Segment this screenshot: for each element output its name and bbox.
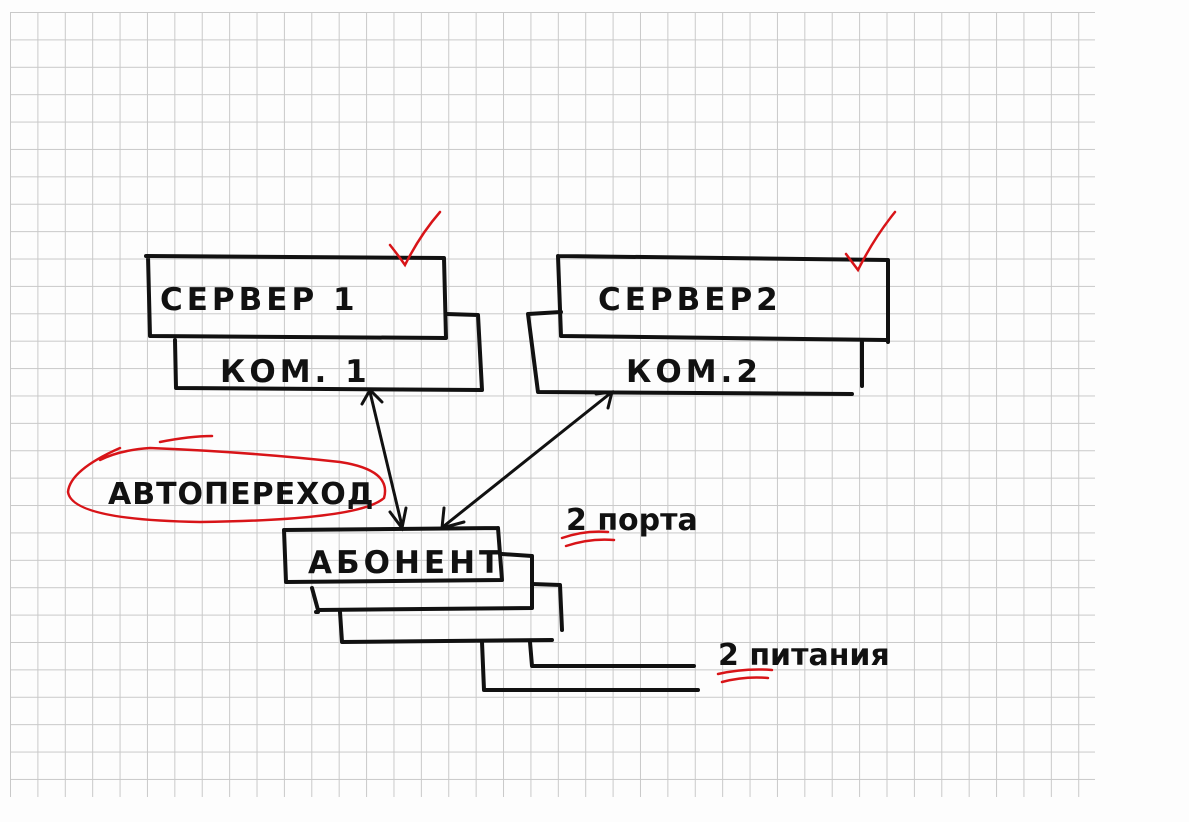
checkmark-icon (844, 210, 897, 273)
ports-note: 2 порта (560, 503, 698, 548)
subscriber-node: АБОНЕНТ (282, 526, 700, 692)
com-2-label: КОМ.2 (626, 354, 762, 390)
server-1-node: СЕРВЕР 1 КОМ. 1 (144, 210, 484, 392)
power-note: 2 питания (716, 638, 890, 684)
link-com1-subscriber (368, 390, 404, 528)
autoswitch-annotation: АВТОПЕРЕХОД (66, 434, 387, 524)
subscriber-label: АБОНЕНТ (308, 545, 504, 581)
server-1-label: СЕРВЕР 1 (160, 282, 359, 318)
link-com2-subscriber (442, 390, 614, 528)
server-2-label: СЕРВЕР2 (598, 282, 782, 318)
underline-icon (716, 668, 774, 684)
underline-icon (560, 530, 616, 548)
checkmark-icon (388, 210, 442, 268)
power-note-label: 2 питания (718, 638, 890, 673)
autoswitch-label: АВТОПЕРЕХОД (108, 477, 374, 512)
com-1-label: КОМ. 1 (220, 354, 371, 390)
server-2-node: СЕРВЕР2 КОМ.2 (526, 210, 897, 396)
